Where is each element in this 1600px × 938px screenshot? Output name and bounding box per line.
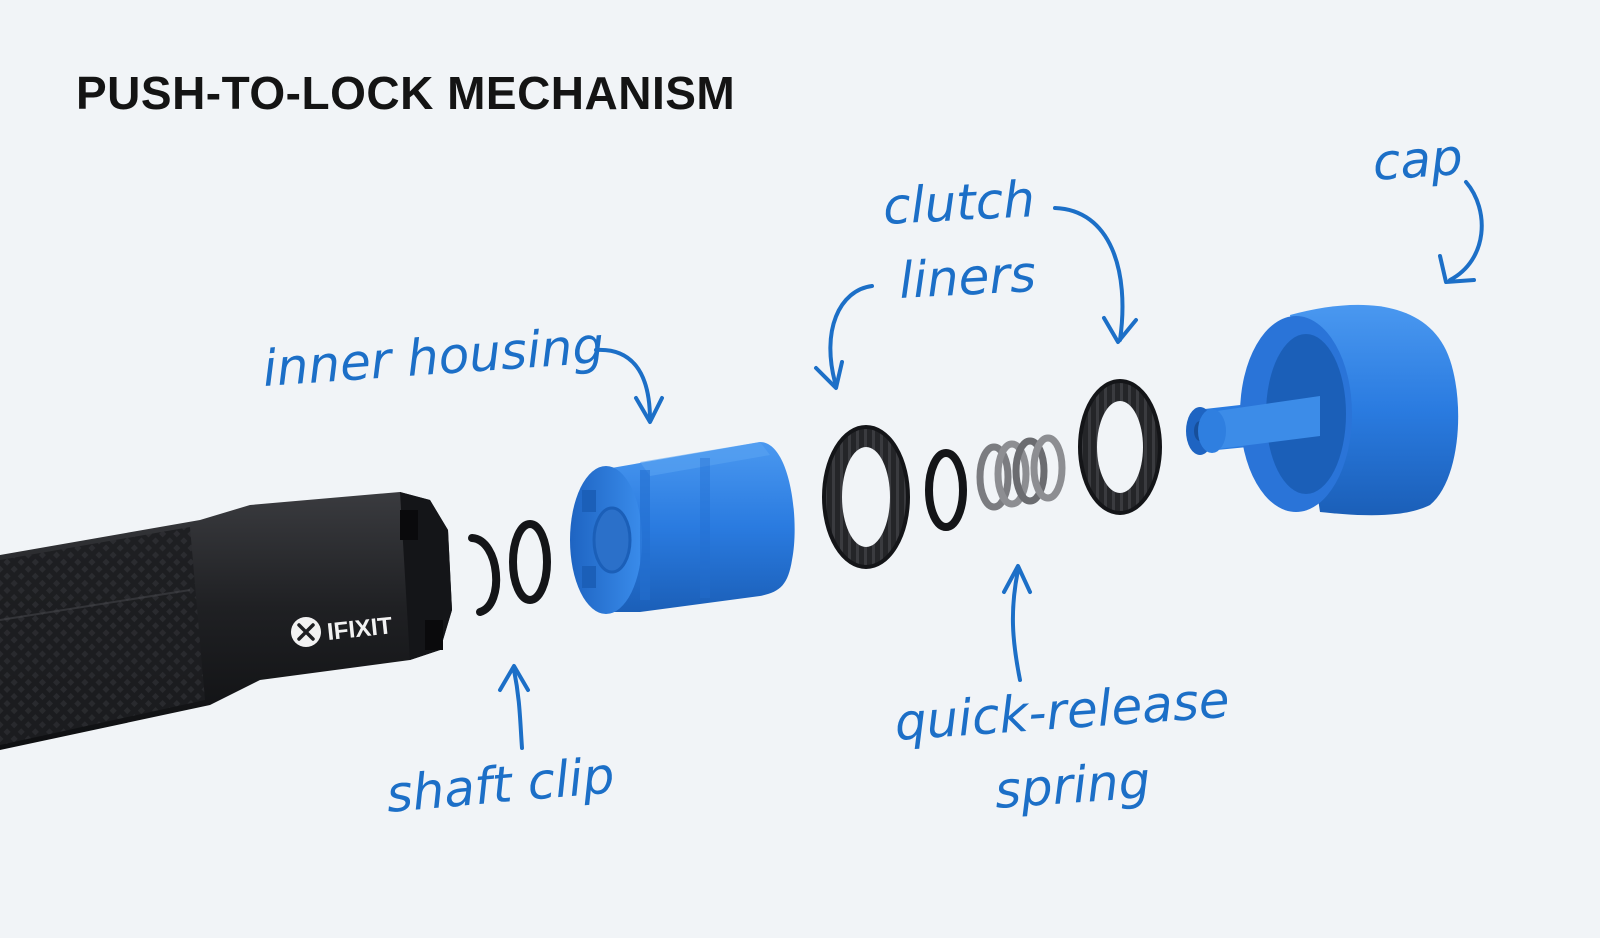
annotation-arrows: [498, 180, 1484, 750]
x-circle-icon: [291, 617, 321, 647]
shaft-clip-part: [468, 534, 501, 616]
quick-release-arrow: [1002, 564, 1032, 682]
label-clutch: clutch: [882, 170, 1037, 236]
label-spring: spring: [993, 751, 1152, 820]
label-liners: liners: [898, 245, 1038, 310]
inner-housing-part: [570, 442, 795, 614]
clutch-liner-left-arrow: [814, 284, 874, 390]
quick-release-spring-part: [976, 434, 1066, 511]
label-cap: cap: [1371, 128, 1465, 192]
clutch-liner-part: [822, 425, 910, 569]
page-title: PUSH-TO-LOCK MECHANISM: [76, 67, 736, 119]
label-shaft-clip: shaft clip: [384, 746, 617, 824]
o-ring-part: [509, 520, 551, 604]
clutch-liner-part: [1078, 379, 1162, 515]
washer-part: [925, 449, 967, 531]
cap-arrow: [1438, 180, 1484, 284]
inner-housing-arrow: [594, 347, 664, 424]
cap-part: [1186, 304, 1459, 516]
clutch-liner-right-arrow: [1053, 206, 1138, 344]
label-inner-housing: inner housing: [261, 316, 606, 398]
label-quick-release: quick-release: [893, 671, 1231, 752]
ifixit-logo: IFIXIT: [291, 612, 394, 647]
handle: IFIXIT: [0, 492, 452, 750]
shaft-clip-arrow: [498, 664, 530, 750]
